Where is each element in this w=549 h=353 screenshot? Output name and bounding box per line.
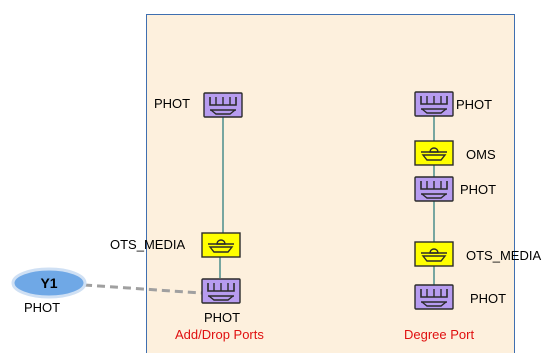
y1-badge[interactable]: Y1: [11, 267, 87, 299]
y1-dashed-link: [83, 283, 203, 295]
degree-port-label: Degree Port: [404, 327, 475, 342]
phot-label: PHOT: [154, 96, 191, 111]
port-phot-icon[interactable]: [414, 284, 454, 310]
port-phot-icon[interactable]: [414, 91, 454, 117]
port-ots-media-icon[interactable]: [201, 232, 241, 258]
phot-label: PHOT: [460, 182, 497, 197]
port-oms-icon[interactable]: [414, 140, 454, 166]
oms-label: OMS: [466, 147, 496, 162]
phot-label: PHOT: [456, 97, 493, 112]
port-phot-icon[interactable]: [414, 176, 454, 202]
port-ots-media-icon[interactable]: [414, 241, 454, 267]
ellipse-badge-icon: [11, 267, 87, 299]
ots-media-label: OTS_MEDIA: [110, 237, 186, 252]
port-phot-icon[interactable]: [203, 92, 243, 118]
phot-label: PHOT: [470, 291, 507, 306]
phot-label: PHOT: [204, 310, 241, 325]
ots-media-label: OTS_MEDIA: [466, 248, 542, 263]
port-phot-icon[interactable]: [201, 278, 241, 304]
y1-sub-label: PHOT: [24, 300, 61, 315]
add-drop-ports-label: Add/Drop Ports: [175, 327, 264, 342]
y1-label: Y1: [40, 275, 57, 291]
